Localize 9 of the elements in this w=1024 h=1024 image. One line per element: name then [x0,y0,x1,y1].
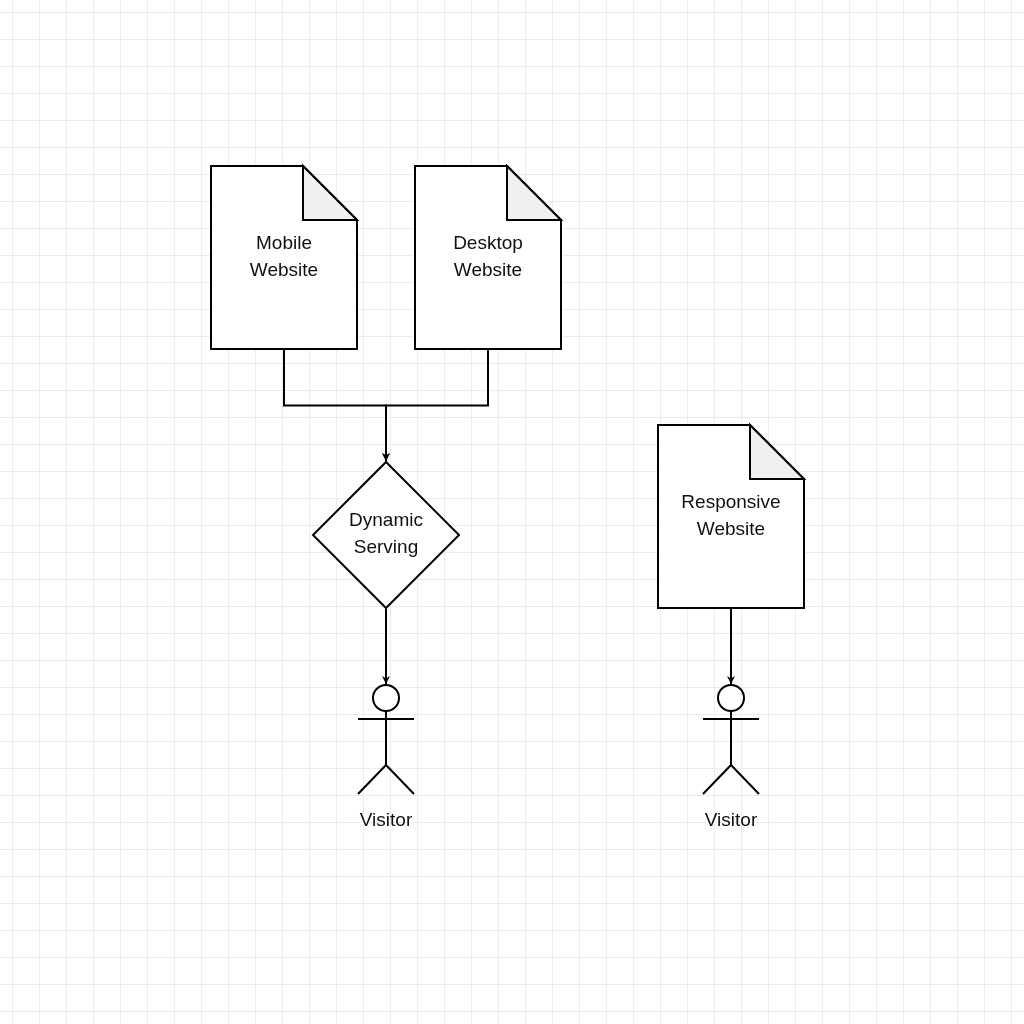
arrow [382,608,390,685]
person-label: Visitor [359,808,413,832]
arrow [727,608,735,685]
node-label: Dynamic Serving [348,508,424,559]
arrow [382,349,489,462]
node-label: Mobile Website [248,231,320,282]
node-label: Responsive Website [680,490,782,541]
node-label: Desktop Website [452,231,524,282]
person-label: Visitor [704,808,758,832]
